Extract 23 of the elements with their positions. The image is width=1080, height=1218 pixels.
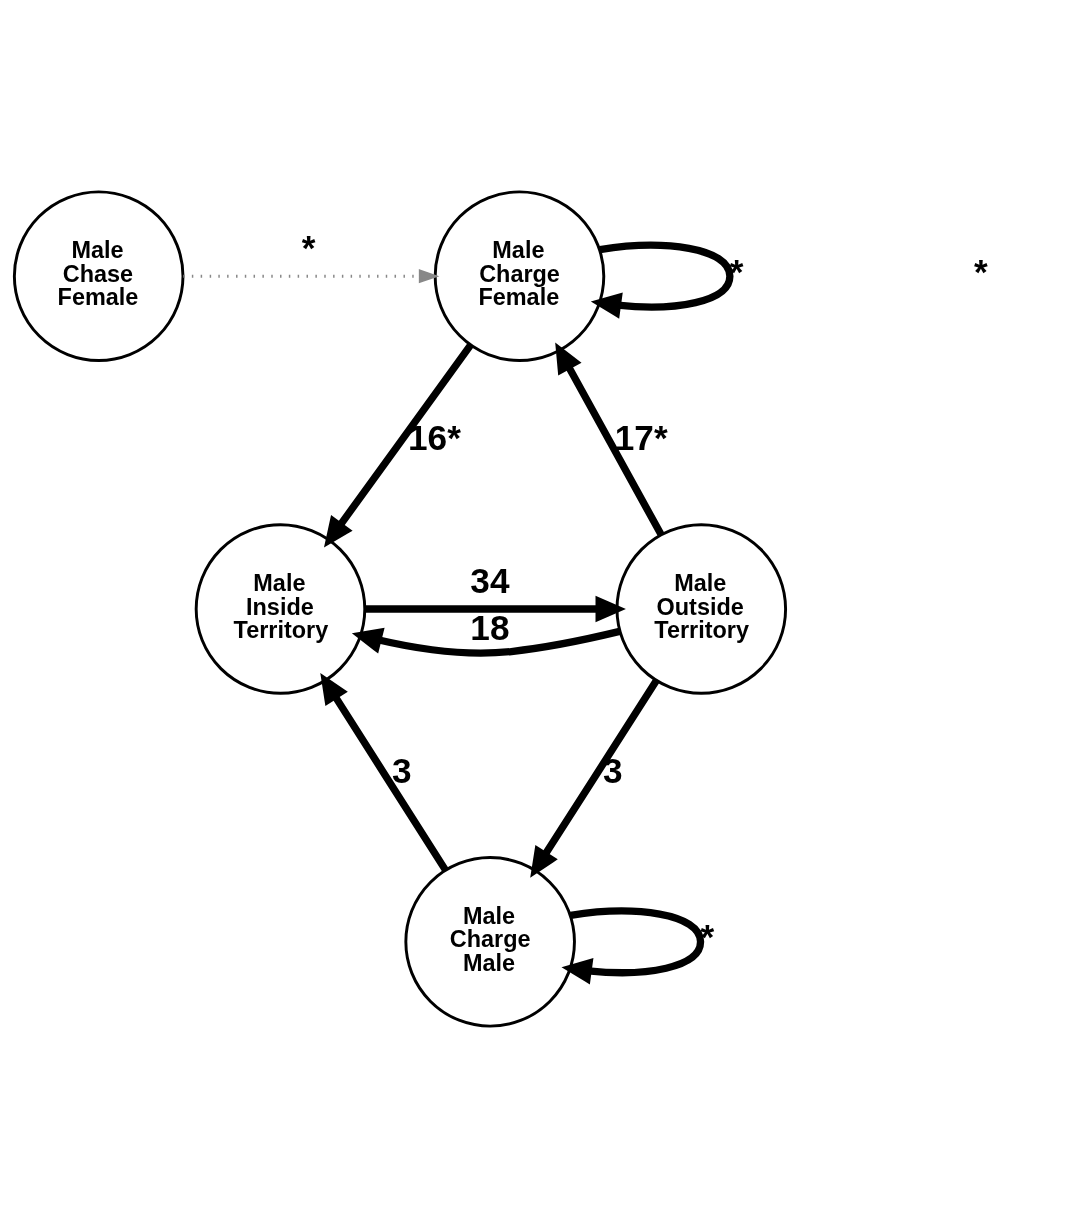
edge-label: 3 [391, 751, 412, 791]
node-circle: Male Inside Territory [194, 523, 367, 695]
node-circle: Male Chase Female [12, 190, 185, 362]
arrow [183, 268, 440, 284]
node-circle: Male Charge Female [433, 190, 606, 362]
node-circle: Male Outside Territory [615, 523, 788, 695]
arrow [561, 907, 705, 985]
label: * [974, 251, 988, 291]
edge-label: * [700, 917, 715, 957]
edge-label: 18 [470, 608, 510, 648]
arrow [351, 627, 621, 657]
arrow [555, 342, 665, 537]
arrow [590, 241, 734, 319]
arrow [320, 673, 449, 873]
edge-label: 34 [470, 561, 510, 601]
edge-label: 17* [614, 418, 668, 458]
edge-label: * [729, 251, 744, 291]
edge-label: 16* [408, 418, 461, 458]
node-circle: Male Charge Male [404, 856, 576, 1028]
edge-label: * [301, 228, 316, 268]
arrow [530, 678, 660, 878]
arrow [365, 595, 626, 623]
arrow [324, 343, 474, 548]
